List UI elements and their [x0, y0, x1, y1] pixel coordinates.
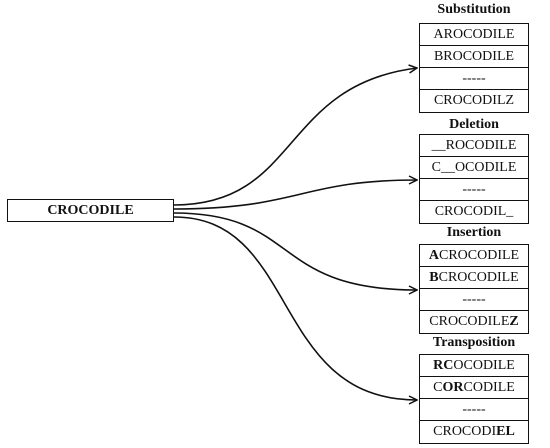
edited-chars: A: [428, 247, 439, 263]
arrow-to-transposition: [173, 216, 417, 400]
variant-text: CODILE: [463, 379, 515, 395]
variant-row: BROCODILE: [420, 46, 528, 68]
variant-row: AROCODILE: [420, 24, 528, 46]
variant-text: -----: [462, 181, 486, 197]
variant-text: CROCODILE: [429, 314, 510, 329]
variant-text: CROCODILE: [438, 269, 519, 285]
group-title: Insertion: [446, 225, 502, 240]
edited-chars: OR: [442, 379, 464, 395]
variant-text: BROCODILE: [433, 48, 515, 64]
variant-text: __ROCODILE: [431, 137, 517, 153]
edited-chars: RC: [433, 357, 454, 373]
variant-row: -----: [420, 179, 528, 201]
variant-text: C__OCODILE: [431, 159, 517, 175]
edited-chars: Z: [509, 314, 519, 329]
variant-row: CROCODILZ: [420, 90, 528, 112]
variant-row: C__OCODILE: [420, 157, 528, 179]
variant-row: __ROCODILE: [420, 135, 528, 157]
variant-row: -----: [420, 289, 528, 311]
variant-text: CROCODI: [433, 424, 497, 439]
variant-row: -----: [420, 68, 528, 90]
arrow-to-insertion: [173, 212, 417, 290]
variant-text: AROCODILE: [433, 26, 515, 42]
variant-row: -----: [420, 399, 528, 421]
group-title: Substitution: [437, 2, 511, 17]
group-title: Deletion: [449, 117, 499, 132]
edited-chars: B: [429, 269, 439, 285]
variant-list: __ROCODILE C__OCODILE ----- CROCODIL_: [419, 134, 529, 224]
variant-text: -----: [462, 70, 486, 86]
variant-text: C: [433, 379, 443, 395]
variant-text: OCODILE: [453, 357, 515, 373]
variant-text: -----: [462, 401, 486, 417]
source-word-box: CROCODILE: [7, 199, 174, 222]
edited-chars: EL: [496, 424, 515, 439]
variant-text: CROCODILE: [439, 247, 520, 263]
variant-list: AROCODILE BROCODILE ----- CROCODILZ: [419, 23, 529, 113]
group-title: Transposition: [432, 335, 516, 350]
arrow-to-substitution: [173, 68, 417, 206]
variant-text: CROCODILZ: [433, 93, 515, 108]
variant-text: CROCODIL_: [434, 204, 514, 219]
arrow-to-deletion: [173, 180, 417, 210]
source-word: CROCODILE: [47, 202, 134, 218]
variant-row: CROCODIL_: [420, 201, 528, 223]
variant-text: -----: [462, 291, 486, 307]
